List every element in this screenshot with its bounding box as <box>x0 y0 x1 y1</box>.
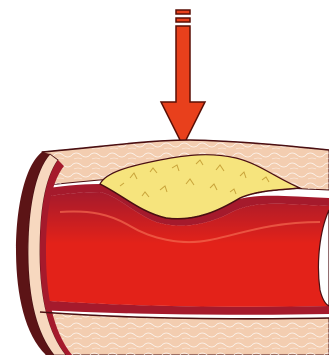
arrow-down-icon <box>161 10 205 146</box>
arrow-dash-2 <box>176 18 190 22</box>
arrow-shaft-and-head <box>161 26 205 146</box>
arrow-dash-1 <box>176 10 190 14</box>
